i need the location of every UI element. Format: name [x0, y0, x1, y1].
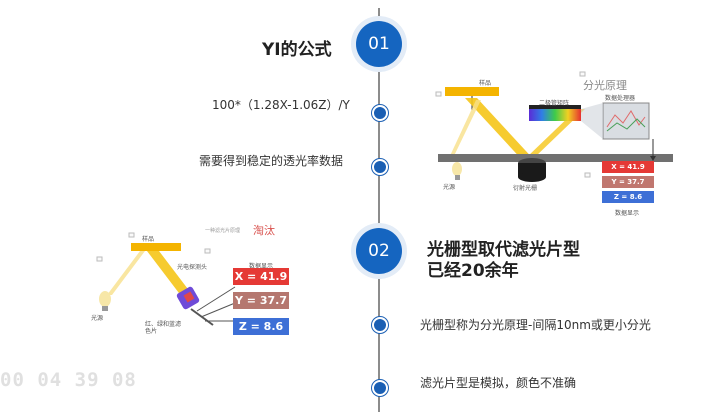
grating-readout-y: Y = 37.7: [602, 176, 654, 188]
filter-light-beam: [147, 251, 197, 301]
marker: [204, 248, 211, 254]
diode-array: [529, 105, 581, 109]
filter-sample-bar: [131, 243, 181, 251]
section-number-01: 01: [356, 21, 402, 67]
filter-display-label: 数据显示: [249, 263, 274, 270]
grating-display-label: 数据显示: [615, 210, 640, 217]
timeline-dot: [372, 380, 388, 396]
section1-title: YI的公式: [262, 40, 332, 60]
marker: [96, 256, 103, 262]
section-number-02: 02: [356, 228, 402, 274]
grating-diagram-graphic: [435, 71, 673, 182]
formula-text: 100*（1.28X-1.06Z）/Y: [212, 98, 350, 112]
spectrum-band: [529, 109, 581, 121]
timeline-dot: [372, 317, 388, 333]
grating-readout-z: Z = 8.6: [602, 191, 654, 203]
sample-label: 样品: [479, 80, 492, 87]
filter-diagram-graphic: [96, 232, 236, 326]
timeline-line: [378, 8, 380, 412]
filter-readout-z: Z = 8.6: [233, 318, 289, 335]
filter-readout-x: X = 41.9: [233, 268, 289, 285]
filter-readout-y: Y = 37.7: [233, 292, 289, 309]
section2-title: 光栅型取代滤光片型 已经20余年: [427, 240, 580, 282]
filter-label: 红、绿和蓝滤色片: [145, 321, 182, 335]
filter-light-beam-source: [107, 251, 145, 295]
filter-light-label: 光源: [91, 315, 104, 322]
section2-point1: 光栅型称为分光原理-间隔10nm或更小分光: [420, 318, 651, 332]
filter-diagram: 淘汰 一种滤光片原理 样品 光电探测头 红、绿和蓝滤色片 光源 数据显示 X =…: [85, 215, 300, 345]
light-bulb-icon: [452, 162, 462, 176]
timeline-dot: [372, 159, 388, 175]
section2-title-line1: 光栅型取代滤光片型: [427, 240, 580, 260]
marker: [435, 91, 442, 97]
filter-caption: 淘汰: [253, 224, 275, 237]
optical-bench: [438, 154, 673, 162]
grating-readout-x: X = 41.9: [602, 161, 654, 173]
marker: [128, 232, 135, 238]
marker: [584, 172, 591, 178]
timestamp-overlay: 00 04 39 08: [0, 369, 137, 391]
section2-title-line2: 已经20余年: [427, 261, 519, 281]
grating-diagram: 分光原理 样品 二极管矩阵 数据处理器 光源 衍射光栅 X = 41.9 Y =…: [435, 65, 685, 225]
light-source-label: 光源: [443, 184, 456, 191]
filter-light-bulb-icon: [99, 291, 111, 307]
detector-label: 光电探测头: [177, 264, 208, 271]
section2-point2: 滤光片型是模拟，颜色不准确: [420, 376, 577, 390]
timeline-dot: [372, 105, 388, 121]
section1-note: 需要得到稳定的透光率数据: [199, 154, 344, 168]
light-beam-source: [449, 100, 481, 158]
light-beam: [465, 98, 537, 163]
sample-bar: [445, 87, 499, 96]
filter-sample-label: 样品: [142, 236, 155, 243]
grating-caption: 分光原理: [583, 79, 627, 92]
filter-sub-caption: 一种滤光片原理: [205, 228, 241, 234]
reflector-label: 衍射光栅: [513, 185, 538, 192]
marker: [579, 71, 586, 77]
processor-label: 数据处理器: [605, 95, 636, 102]
diode-label: 二极管矩阵: [539, 100, 570, 107]
